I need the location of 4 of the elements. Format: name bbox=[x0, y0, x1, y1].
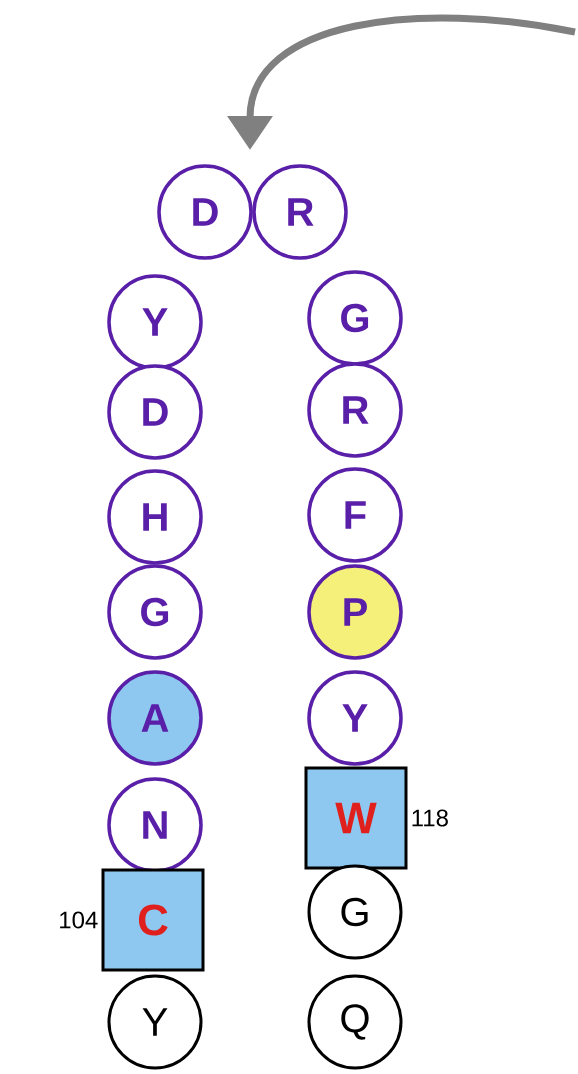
residue-number: 118 bbox=[412, 809, 448, 827]
residue-number: 104 bbox=[60, 911, 98, 929]
residue-box: W bbox=[304, 766, 408, 870]
residue-box: C bbox=[101, 868, 205, 972]
